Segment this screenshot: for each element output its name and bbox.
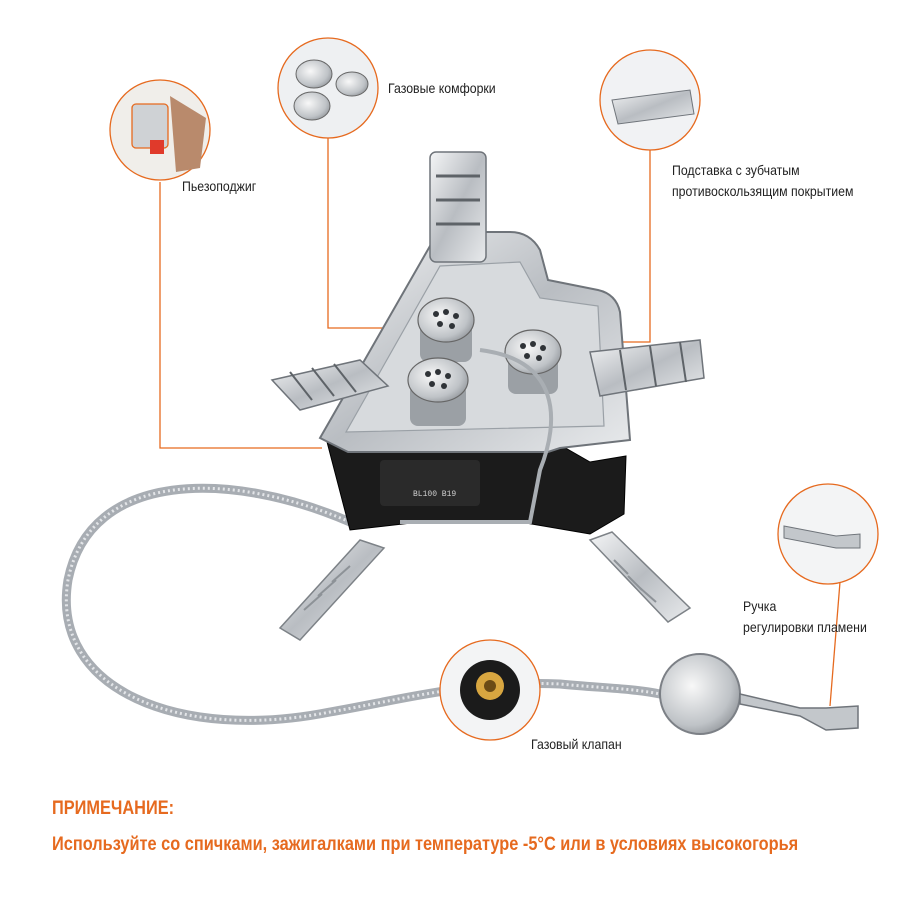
callout-valve [439, 639, 541, 741]
callout-circles [109, 37, 879, 741]
leader-line-handle [829, 581, 841, 707]
pot-support-left [270, 359, 390, 411]
burner-1 [417, 297, 475, 362]
label-valve: Газовый клапан [531, 736, 622, 752]
label-piezo: Пьезоподжиг [182, 178, 257, 194]
note-text: Используйте со спичками, зажигалками при… [52, 834, 799, 855]
leader-line-piezo [159, 182, 322, 449]
label-support-line1: Подставка с зубчатым [672, 162, 800, 178]
callout-burners [277, 37, 379, 139]
callout-support [599, 49, 701, 151]
burner-2 [504, 329, 562, 394]
pot-support-right [589, 339, 705, 397]
stove-legs [278, 531, 692, 641]
label-handle-line1: Ручка [743, 598, 777, 614]
callout-piezo [109, 79, 211, 181]
stove-marking: BL100 B19 [413, 490, 456, 499]
flame-handle [739, 693, 859, 731]
burner-3 [407, 357, 469, 426]
note-heading: ПРИМЕЧАНИЕ: [52, 798, 175, 819]
flame-knob [659, 653, 741, 735]
callout-handle [777, 483, 879, 585]
pot-support-top [429, 151, 487, 263]
label-support-line2: противоскользящим покрытием [672, 183, 854, 199]
label-handle-line2: регулировки пламени [743, 619, 867, 635]
gas-hose [61, 483, 665, 725]
label-burners: Газовые комфорки [388, 80, 496, 96]
